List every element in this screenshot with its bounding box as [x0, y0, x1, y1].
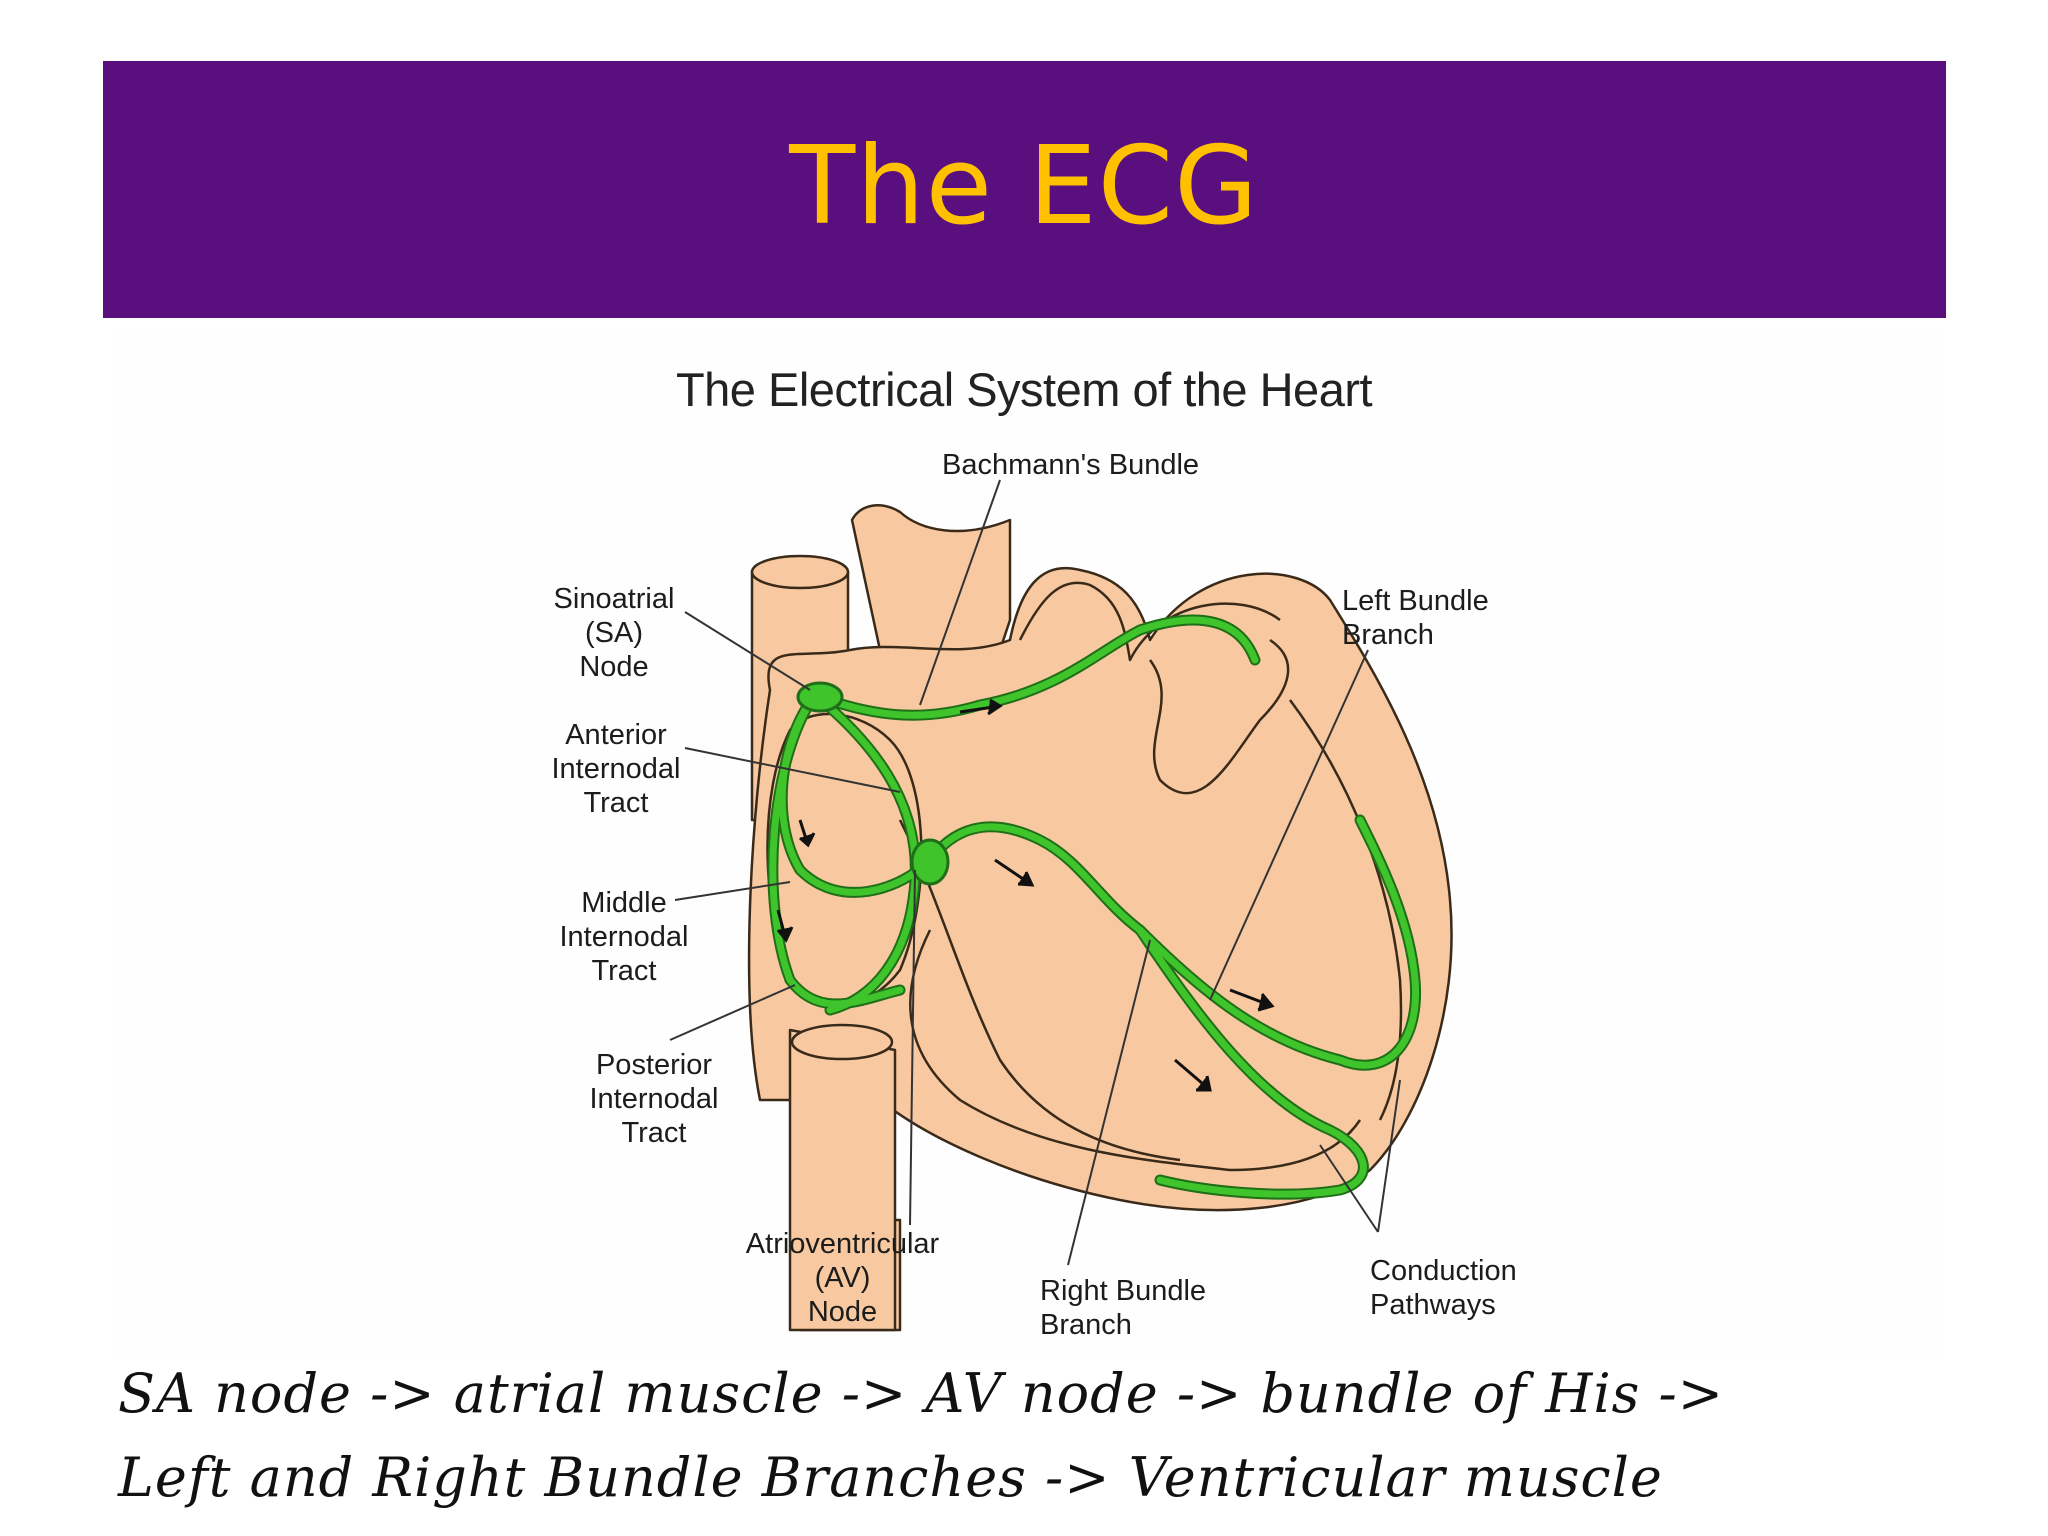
label-right-bundle-branch: Right Bundle Branch — [1040, 1275, 1207, 1341]
left-ventricle-wall — [1288, 699, 1403, 1121]
label-av-node: Atrioventricular (AV) Node — [745, 1228, 940, 1328]
leader-right-bundle — [1067, 939, 1151, 1266]
label-left-bundle-branch: Left Bundle Branch — [1342, 585, 1489, 651]
arrow-icon — [959, 698, 1003, 716]
aorta — [850, 504, 1012, 652]
interventricular-septum — [898, 819, 1181, 1162]
superior-vena-cava-opening — [750, 554, 850, 590]
label-middle-internodal-tract: Middle Internodal Tract — [559, 887, 689, 987]
arrow-icon — [1174, 1058, 1212, 1092]
arrow-icon — [776, 909, 794, 943]
label-bachmanns-bundle: Bachmann's Bundle — [942, 449, 1200, 481]
title-banner — [103, 61, 1946, 318]
leader-bachmann — [919, 479, 1001, 706]
leader-posterior — [669, 984, 796, 1041]
arrow-icon — [1229, 988, 1275, 1012]
leader-conduction-1 — [1319, 1144, 1379, 1233]
caption-line-2: Left and Right Bundle Branches -> Ventri… — [118, 1446, 1663, 1509]
valve-fold — [1148, 638, 1290, 795]
heart-illustration — [747, 504, 1453, 1332]
label-leader-lines — [669, 479, 1401, 1266]
label-conduction-pathways: Conduction Pathways — [1370, 1255, 1517, 1321]
conduction-pathways-highlight — [769, 616, 1420, 1198]
av-node-mark — [910, 838, 950, 886]
label-posterior-internodal-tract: Posterior Internodal Tract — [589, 1049, 719, 1149]
slide-title: The ECG — [789, 124, 1259, 249]
direction-arrows — [776, 698, 1275, 1092]
leader-anterior — [684, 747, 901, 793]
right-ventricle — [909, 929, 1362, 1172]
arrow-icon — [994, 858, 1035, 887]
caption-line-1: SA node -> atrial muscle -> AV node -> b… — [118, 1362, 1724, 1425]
arrow-icon — [798, 819, 816, 848]
leader-middle — [674, 881, 791, 901]
leader-av-node — [909, 869, 916, 1226]
label-anterior-internodal-tract: Anterior Internodal Tract — [551, 719, 681, 819]
leader-sa-node — [684, 611, 811, 691]
label-sa-node: Sinoatrial (SA) Node — [553, 583, 675, 683]
inferior-vena-cava-opening — [790, 1023, 894, 1061]
leader-conduction-2 — [1377, 1079, 1401, 1233]
leader-left-bundle — [1209, 649, 1369, 1001]
diagram-title: The Electrical System of the Heart — [675, 363, 1373, 416]
